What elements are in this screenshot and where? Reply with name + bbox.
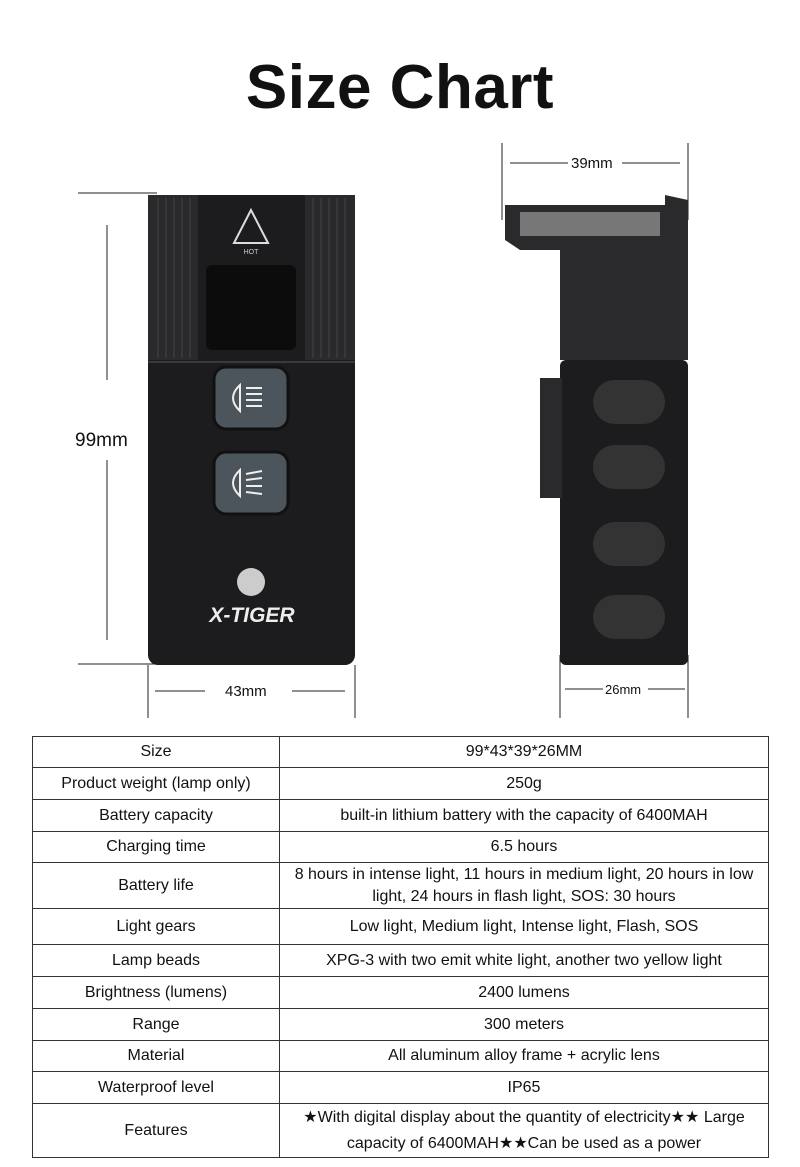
spec-row: Brightness (lumens)2400 lumens <box>32 976 769 1009</box>
low-beam-button <box>212 365 290 431</box>
spec-label: Size <box>32 736 280 768</box>
bottom-depth-dimension: 26mm <box>603 682 644 697</box>
display-screen <box>206 265 296 350</box>
spec-value: 300 meters <box>279 1008 769 1041</box>
spec-value: 8 hours in intense light, 11 hours in me… <box>279 862 769 909</box>
spec-value: ★With digital display about the quantity… <box>279 1103 769 1158</box>
brand-logo-icon <box>237 568 265 596</box>
spec-label: Brightness (lumens) <box>32 976 280 1009</box>
spec-value: Low light, Medium light, Intense light, … <box>279 908 769 945</box>
spec-value: 99*43*39*26MM <box>279 736 769 768</box>
spec-label: Features <box>32 1103 280 1158</box>
width-dimension: 43mm <box>223 683 269 700</box>
spec-label: Charging time <box>32 831 280 863</box>
brand-logo: X-TIGER <box>208 604 295 627</box>
side-view <box>505 195 688 665</box>
page-title: Size Chart <box>245 53 555 122</box>
spec-label: Product weight (lamp only) <box>32 767 280 800</box>
spec-label: Lamp beads <box>32 944 280 977</box>
height-dimension: 99mm <box>73 430 130 452</box>
hot-label: HOT <box>244 249 260 256</box>
top-depth-dimension: 39mm <box>569 155 615 172</box>
spec-label: Range <box>32 1008 280 1041</box>
spec-value: All aluminum alloy frame + acrylic lens <box>279 1040 769 1072</box>
spec-label: Battery life <box>32 862 280 909</box>
spec-value: IP65 <box>279 1071 769 1104</box>
spec-row: Features★With digital display about the … <box>32 1103 769 1158</box>
spec-label: Waterproof level <box>32 1071 280 1104</box>
hot-warning-icon <box>232 207 270 244</box>
spec-label: Light gears <box>32 908 280 945</box>
spec-value: 250g <box>279 767 769 800</box>
spec-value: 6.5 hours <box>279 831 769 863</box>
spec-label: Material <box>32 1040 280 1072</box>
spec-value: XPG-3 with two emit white light, another… <box>279 944 769 977</box>
product-drawing: HOT X-TIGER <box>78 143 689 718</box>
spec-label: Battery capacity <box>32 799 280 832</box>
high-beam-button <box>212 450 290 516</box>
spec-row: Product weight (lamp only)250g <box>32 767 769 800</box>
spec-value: built-in lithium battery with the capaci… <box>279 799 769 832</box>
front-view: HOT X-TIGER <box>148 195 355 665</box>
spec-value: 2400 lumens <box>279 976 769 1009</box>
